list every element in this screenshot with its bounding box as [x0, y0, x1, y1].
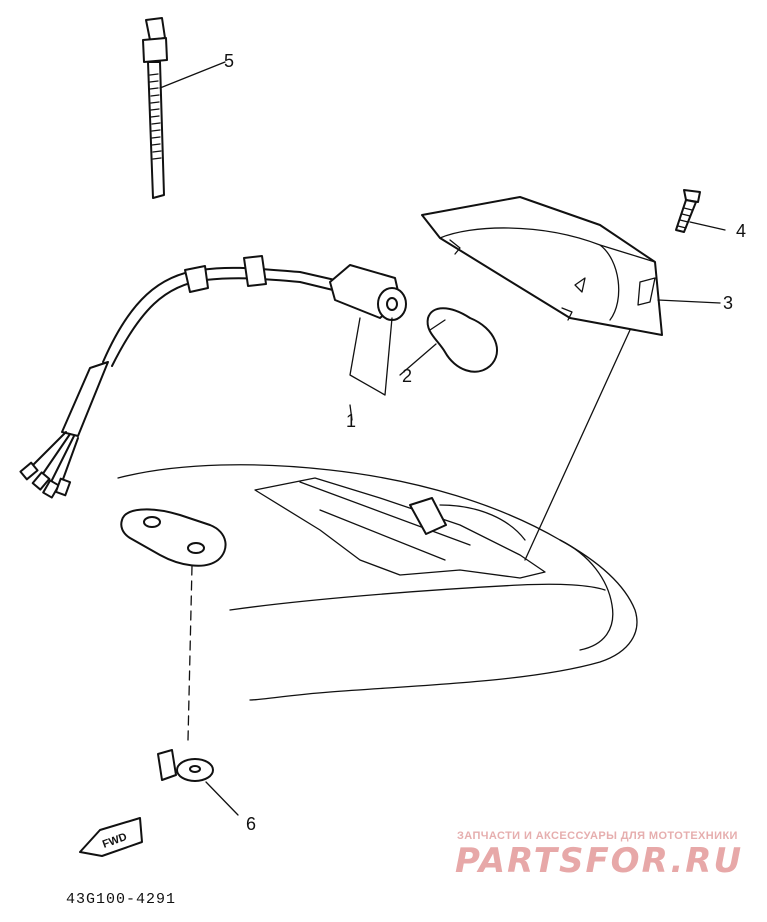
watermark-logo: PARTSFOR.RU	[455, 841, 743, 881]
lens-cover-part	[421, 196, 721, 561]
diagram-code: 43G100-4291	[66, 891, 176, 908]
cable-tie-part	[142, 17, 226, 199]
forward-direction-tag: FWD	[79, 817, 143, 857]
bulb-part	[399, 307, 499, 376]
watermark-tagline: ЗАПЧАСТИ И АКСЕССУАРЫ ДЛЯ МОТОТЕХНИКИ	[457, 830, 738, 842]
mounting-plate	[120, 508, 227, 741]
rear-fender-body	[117, 464, 638, 701]
callout-5: 5	[224, 51, 234, 71]
nut-part	[157, 749, 239, 816]
callout-3: 3	[723, 293, 733, 313]
socket-harness-part	[19, 255, 407, 499]
screw-part	[675, 189, 726, 233]
callout-2: 2	[402, 366, 412, 386]
callout-1: 1	[346, 411, 356, 431]
callout-4: 4	[736, 221, 746, 241]
callout-6: 6	[246, 814, 256, 834]
